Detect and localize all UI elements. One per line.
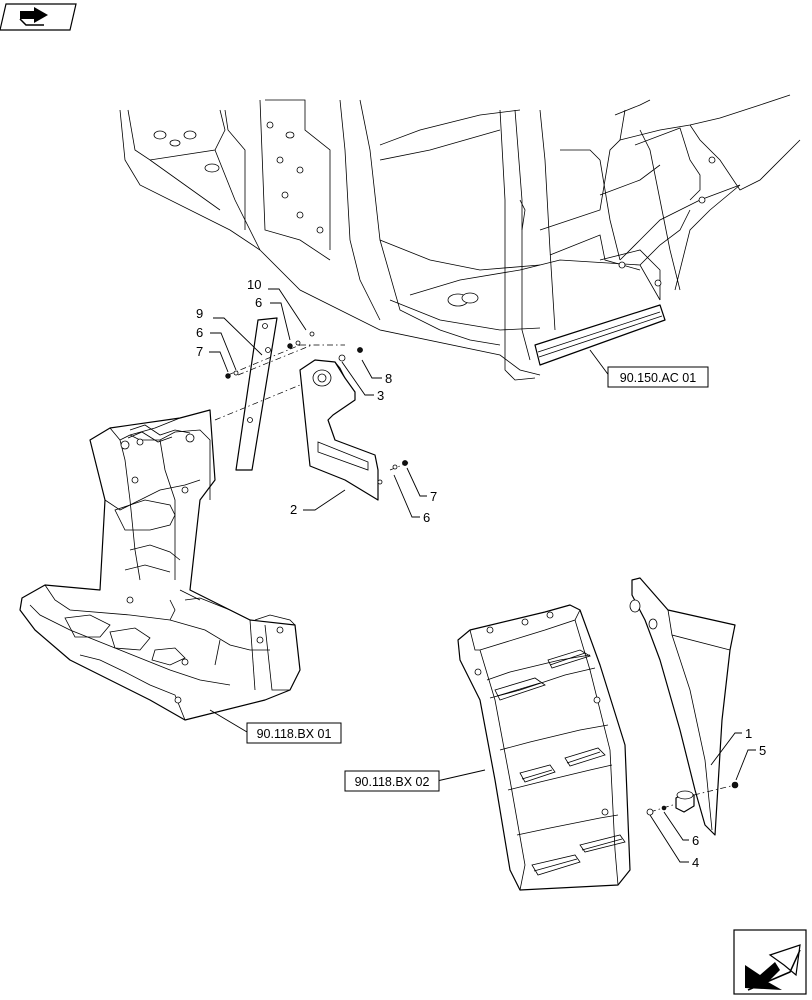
part-2-bracket <box>299 359 383 501</box>
callout-6-top: 6 <box>255 295 262 310</box>
callout-6-left: 6 <box>196 325 203 340</box>
callout-8: 8 <box>385 371 392 386</box>
callout-9: 9 <box>196 306 203 321</box>
step-ladder <box>457 604 631 891</box>
callout-6-step: 6 <box>692 833 699 848</box>
callout-3: 3 <box>377 388 384 403</box>
callout-7-left: 7 <box>196 344 203 359</box>
callout-6-right: 6 <box>423 510 430 525</box>
callout-numbers: 10 6 9 6 7 8 3 7 2 6 1 5 6 4 <box>196 277 766 870</box>
platform-structure <box>19 409 301 721</box>
leader-lines <box>209 288 756 863</box>
callout-5: 5 <box>759 743 766 758</box>
fasteners-top <box>214 331 411 471</box>
fasteners-step <box>646 781 739 816</box>
reference-label-platform: 90.118.BX 01 <box>257 727 332 741</box>
reference-box-platform[interactable]: 90.118.BX 01 <box>246 722 342 744</box>
next-page-arrow-icon[interactable] <box>733 929 807 995</box>
reference-box-cab-floor[interactable]: 90.150.AC 01 <box>607 366 709 388</box>
cab-structure <box>119 94 801 381</box>
callout-7-right: 7 <box>430 489 437 504</box>
reference-label-cab-floor: 90.150.AC 01 <box>620 371 696 385</box>
book-arrow-icon[interactable] <box>0 3 77 31</box>
callout-2: 2 <box>290 502 297 517</box>
reference-box-step[interactable]: 90.118.BX 02 <box>344 770 440 792</box>
callout-10: 10 <box>247 277 261 292</box>
callout-4: 4 <box>692 855 699 870</box>
part-1-fender <box>629 577 736 836</box>
part-9-strap <box>235 317 278 471</box>
tread-pads <box>494 649 626 876</box>
reference-label-step: 90.118.BX 02 <box>355 775 430 789</box>
callout-1: 1 <box>745 726 752 741</box>
